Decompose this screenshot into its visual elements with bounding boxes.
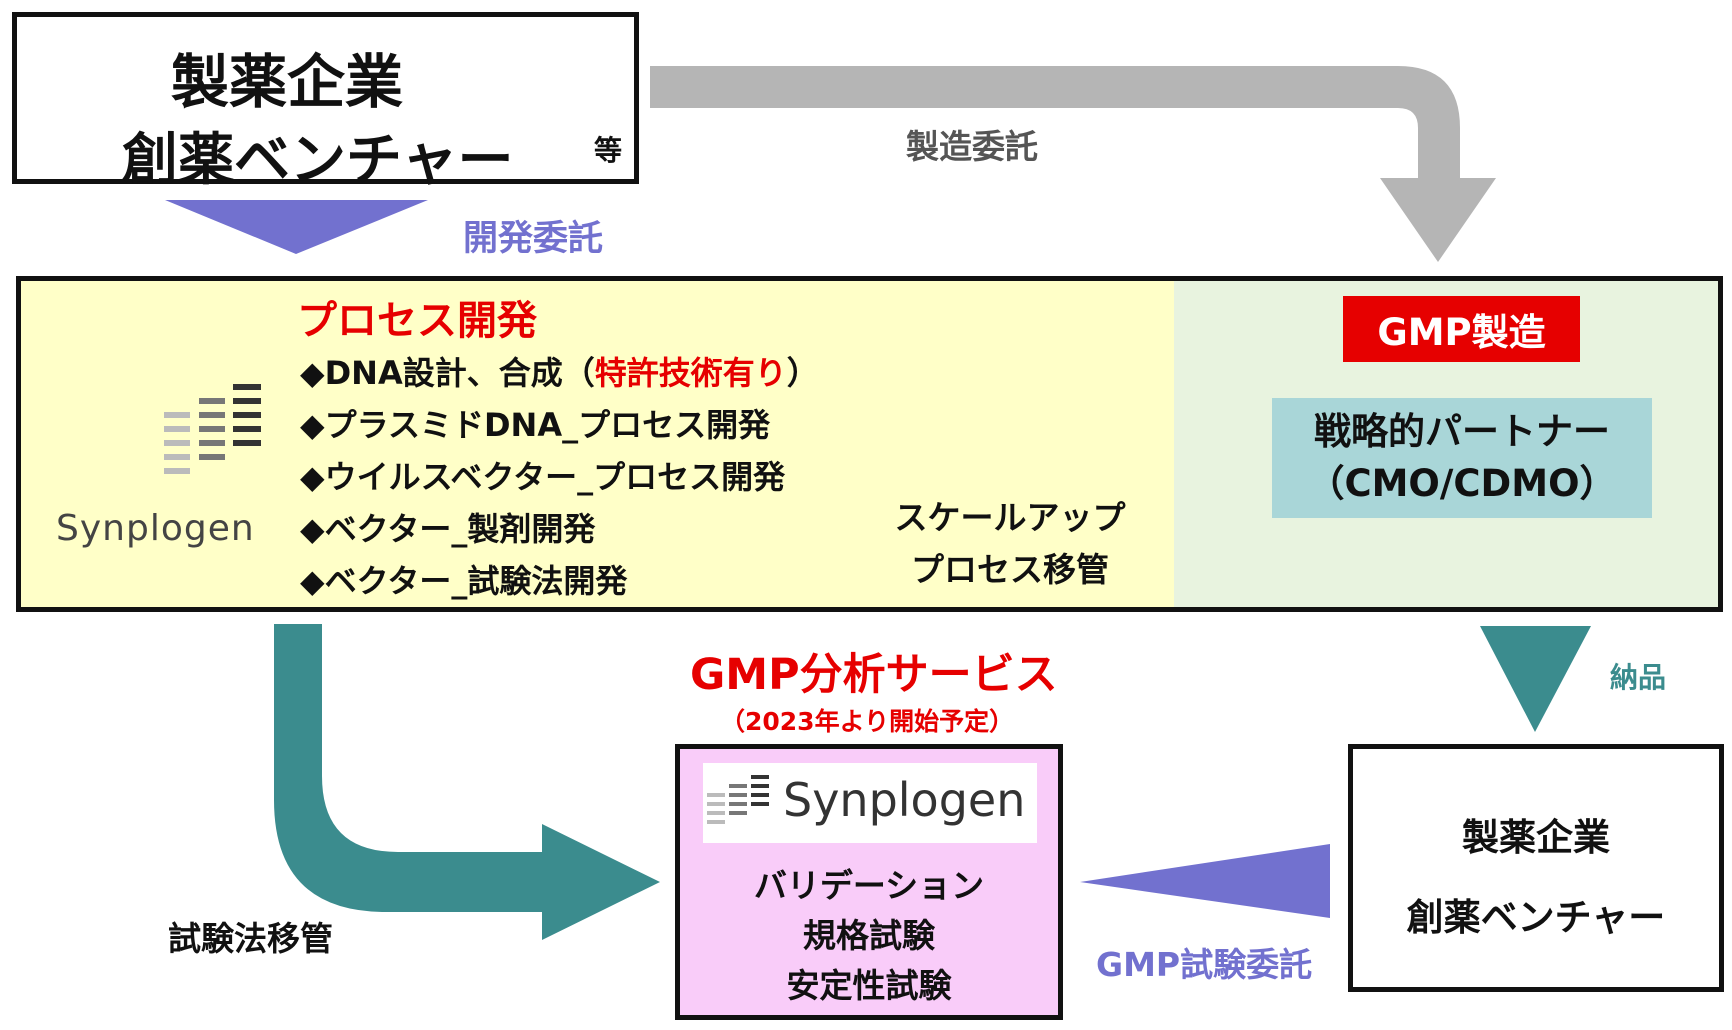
synplogen-logo-small: Synplogen [703, 763, 1037, 843]
scaleup-label-line2: プロセス移管 [911, 550, 1109, 589]
client-top-line1: 製薬企業 [170, 48, 403, 116]
service-stability-testing: 安定性試験 [786, 966, 952, 1005]
service-item-tail: ） [786, 354, 819, 392]
service-item-plasmid: ◆プラスミドDNA_プロセス開発 [300, 406, 771, 444]
method-transfer-arrow [274, 624, 660, 940]
client-box-top: 製薬企業 創薬ベンチャー 等 [12, 12, 639, 193]
service-item-text: ◆DNA設計、合成（ [300, 354, 595, 392]
service-item-test-method: ◆ベクター_試験法開発 [300, 562, 628, 600]
strategic-partner-box: 戦略的パートナー （CMO/CDMO） [1272, 398, 1652, 518]
manufacturing-arrow [650, 66, 1496, 262]
partner-line1: 戦略的パートナー [1314, 410, 1610, 453]
delivery-arrow [1480, 626, 1591, 732]
service-item-viral-vector: ◆ウイルスベクター_プロセス開発 [300, 458, 786, 496]
development-arrow [165, 200, 428, 254]
synplogen-logo-wordmark-small: Synplogen [783, 773, 1026, 827]
client-top-line2: 創薬ベンチャー [122, 128, 514, 193]
method-transfer-label: 試験法移管 [168, 919, 333, 958]
gmp-analysis-note: （2023年より開始予定） [720, 707, 1015, 736]
development-outsourcing-label: 開発委託 [463, 219, 604, 259]
gmp-manufacturing-label: GMP製造 [1343, 296, 1580, 362]
scaleup-transfer-label: スケールアップ プロセス移管 [870, 492, 1150, 596]
gmp-testing-arrow [1080, 844, 1330, 918]
delivery-label: 納品 [1610, 661, 1667, 694]
scaleup-label-line1: スケールアップ [894, 498, 1126, 537]
service-item-formulation: ◆ベクター_製剤開発 [300, 510, 596, 548]
client-box-bottom: 製薬企業 創薬ベンチャー [1348, 744, 1724, 992]
synplogen-logo: Synplogen [56, 370, 266, 560]
service-spec-testing: 規格試験 [803, 916, 935, 955]
synplogen-logo-wordmark: Synplogen [56, 508, 255, 549]
synplogen-logo-mark-icon [164, 384, 261, 474]
partner-line2: （CMO/CDMO） [1307, 462, 1617, 505]
service-item-dna-design: ◆DNA設計、合成（特許技術有り） [300, 348, 819, 394]
client-bottom-line1: 製薬企業 [1462, 816, 1610, 859]
manufacturing-outsourcing-label: 製造委託 [906, 127, 1038, 166]
gmp-testing-outsourcing-label: GMP試験委託 [1096, 945, 1313, 984]
gmp-analysis-title: GMP分析サービス [690, 650, 1058, 700]
process-development-title: プロセス開発 [297, 298, 537, 344]
patent-highlight: 特許技術有り [594, 354, 787, 392]
service-validation: バリデーション [753, 866, 985, 905]
gmp-analysis-services: バリデーション 規格試験 安定性試験 [680, 861, 1058, 1011]
synplogen-logo-mark-icon [707, 775, 769, 824]
client-bottom-line2: 創薬ベンチャー [1406, 896, 1666, 939]
gmp-analysis-box: Synplogen バリデーション 規格試験 安定性試験 [675, 744, 1063, 1020]
client-top-suffix: 等 [593, 134, 622, 167]
